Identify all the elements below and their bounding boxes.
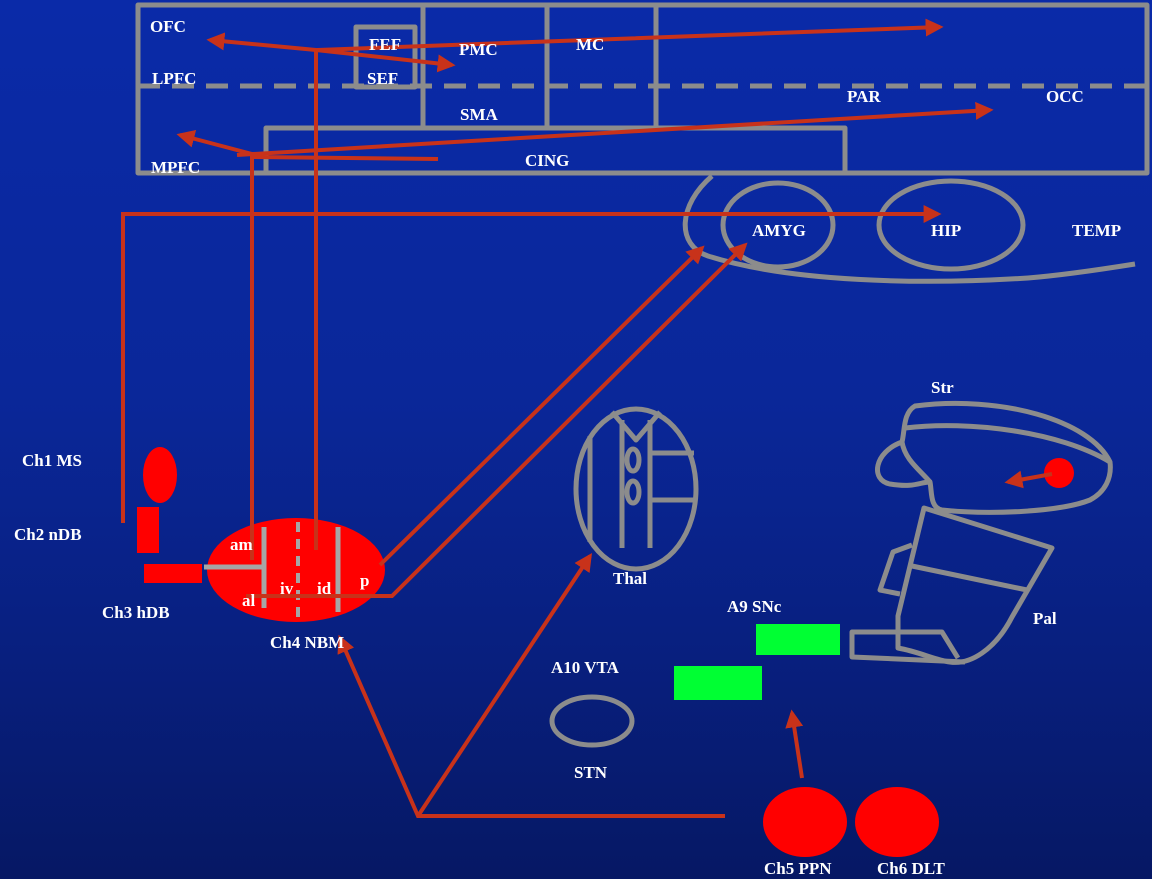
- ch4-nbm-nucleus: [207, 518, 385, 622]
- nbm-am-label: am: [230, 535, 253, 554]
- ch6-label: Ch6 DLT: [877, 859, 946, 878]
- ch3-label: Ch3 hDB: [102, 603, 170, 622]
- nbm-p-label: p: [360, 571, 369, 590]
- ch4-label: Ch4 NBM: [270, 633, 344, 652]
- fef-label: FEF: [369, 35, 401, 54]
- a9-snc-label: A9 SNc: [727, 597, 782, 616]
- ch5-label: Ch5 PPN: [764, 859, 832, 878]
- amyg-label: AMYG: [752, 221, 806, 240]
- nbm-occipital-projection: [237, 110, 990, 155]
- a9-snc-nucleus: [756, 624, 840, 655]
- occ-label: OCC: [1046, 87, 1084, 106]
- ppn-thalamus-projection: [418, 556, 590, 816]
- nbm-cingulate-projection: [252, 157, 438, 159]
- septal-hippocampal-projection: [123, 214, 938, 523]
- pallidum-outline: [852, 508, 1052, 662]
- nbm-iv-label: iv: [280, 579, 294, 598]
- nbm-amygdala-projection: [380, 248, 702, 565]
- stn-label: STN: [574, 763, 608, 782]
- thal-label: Thal: [613, 569, 647, 588]
- par-label: PAR: [847, 87, 881, 106]
- ch1-label: Ch1 MS: [22, 451, 82, 470]
- ofc-label: OFC: [150, 17, 186, 36]
- nbm-ofc-projection: [210, 40, 316, 50]
- ch1-ms-nucleus: [143, 447, 177, 503]
- stn-outline: [552, 697, 632, 745]
- hip-label: HIP: [931, 221, 961, 240]
- str-label: Str: [931, 378, 954, 397]
- nbm-mpfc-projection: [180, 135, 252, 560]
- ch2-label: Ch2 nDB: [14, 525, 82, 544]
- mc-label: MC: [576, 35, 604, 54]
- pmc-label: PMC: [459, 40, 498, 59]
- nbm-id-label: id: [317, 579, 332, 598]
- cortex-outline: [138, 5, 1147, 173]
- pal-label: Pal: [1033, 609, 1057, 628]
- sef-label: SEF: [367, 69, 398, 88]
- nbm-al-label: al: [242, 591, 256, 610]
- striatum-outline: [878, 403, 1111, 512]
- thalamus-outline: [576, 409, 696, 569]
- ch6-dlt-nucleus: [855, 787, 939, 857]
- temp-label: TEMP: [1072, 221, 1121, 240]
- mpfc-label: MPFC: [151, 158, 200, 177]
- lpfc-label: LPFC: [152, 69, 196, 88]
- a10-vta-nucleus: [674, 666, 762, 700]
- sma-label: SMA: [460, 105, 499, 124]
- ppn-snc-projection: [792, 713, 802, 778]
- ch3-hdb-nucleus: [144, 564, 202, 583]
- a10-vta-label: A10 VTA: [551, 658, 620, 677]
- cing-label: CING: [525, 151, 569, 170]
- ch2-ndb-nucleus: [137, 507, 159, 553]
- ch5-ppn-nucleus: [763, 787, 847, 857]
- ppn-nbm-projection: [340, 638, 725, 816]
